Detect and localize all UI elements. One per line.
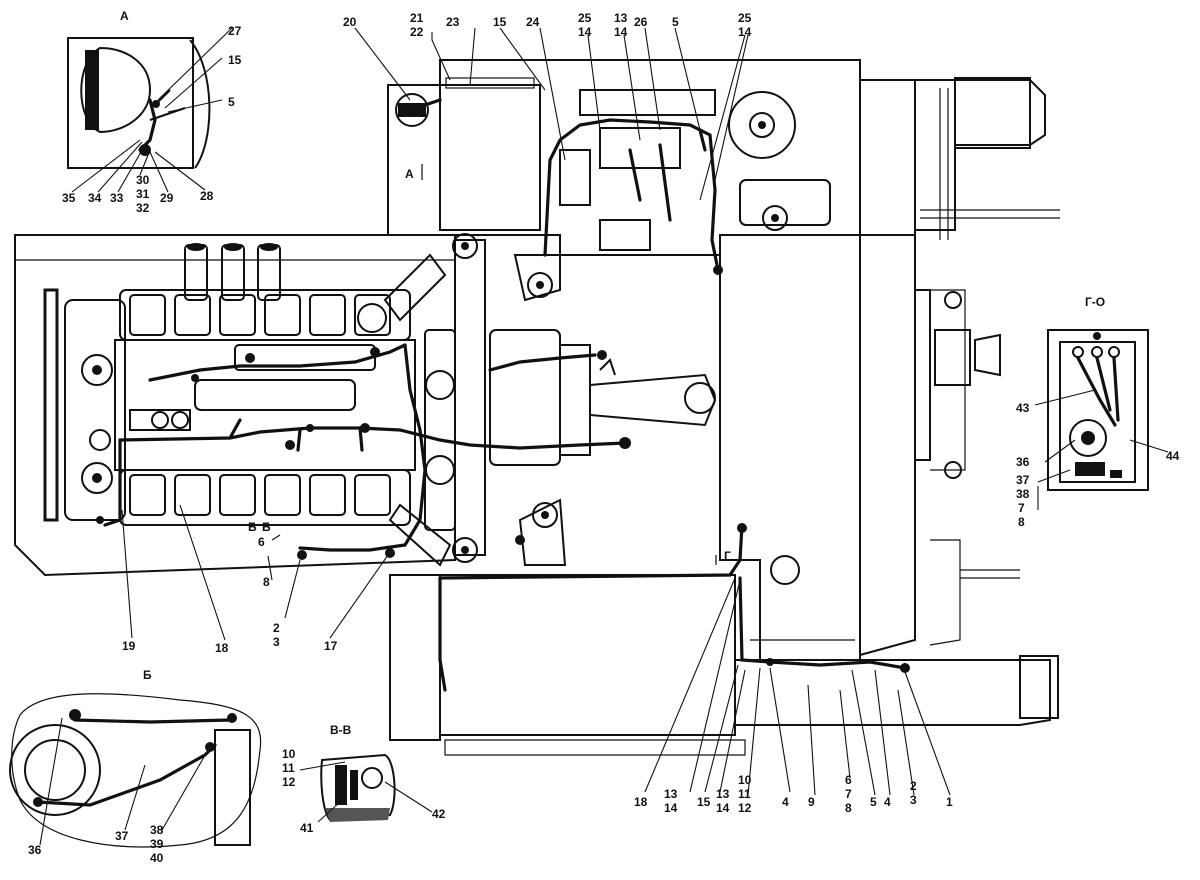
engine-block bbox=[43, 243, 456, 567]
callout-5-top: 5 bbox=[672, 15, 679, 29]
view-vv-title: В-В bbox=[330, 723, 352, 737]
callout-20: 20 bbox=[343, 15, 357, 29]
callout-29: 29 bbox=[160, 191, 174, 205]
view-b-inset: Б bbox=[9, 668, 262, 848]
callout-13-bot: 13 bbox=[664, 787, 678, 801]
callout-18-bot: 18 bbox=[634, 795, 648, 809]
callout-8-left: 8 bbox=[263, 575, 270, 589]
callout-44: 44 bbox=[1166, 449, 1180, 463]
callout-11-bot: 11 bbox=[738, 787, 751, 801]
callout-24: 24 bbox=[526, 15, 540, 29]
callout-40-b: 40 bbox=[150, 851, 164, 865]
callout-36-right: 36 bbox=[1016, 455, 1030, 469]
callout-35: 35 bbox=[62, 191, 76, 205]
leader-lines bbox=[39, 27, 1169, 846]
callout-15-bot: 15 bbox=[697, 795, 711, 809]
gearbox bbox=[489, 329, 717, 466]
callout-5-a: 5 bbox=[228, 95, 235, 109]
callout-14b: 14 bbox=[738, 25, 752, 39]
view-b-title: Б bbox=[143, 668, 152, 682]
callout-36-b: 36 bbox=[28, 843, 42, 857]
callout-18-left: 18 bbox=[215, 641, 229, 655]
callout-14-bot: 14 bbox=[664, 801, 678, 815]
callout-5-bot: 5 bbox=[870, 795, 877, 809]
section-a-marker: А bbox=[405, 167, 414, 181]
callout-25a: 25 bbox=[578, 11, 592, 25]
callout-9: 9 bbox=[808, 795, 815, 809]
callout-7-bot: 7 bbox=[845, 787, 852, 801]
callout-25b: 25 bbox=[738, 11, 752, 25]
callout-30: 30 bbox=[136, 173, 150, 187]
callout-1: 1 bbox=[946, 795, 953, 809]
callout-2-bot: 2 bbox=[910, 779, 917, 793]
view-vv-inset: В-В bbox=[320, 723, 396, 822]
callout-37-b: 37 bbox=[115, 829, 129, 843]
view-a-inset: А bbox=[67, 9, 211, 169]
callout-17: 17 bbox=[324, 639, 338, 653]
callout-14a: 14 bbox=[578, 25, 592, 39]
callout-28: 28 bbox=[200, 189, 214, 203]
callout-8-bot: 8 bbox=[845, 801, 852, 815]
callout-43: 43 bbox=[1016, 401, 1030, 415]
cab-devices bbox=[395, 77, 1031, 251]
callout-19: 19 bbox=[122, 639, 136, 653]
callout-10-vv: 10 bbox=[282, 747, 296, 761]
view-go-inset: Г-О bbox=[1047, 295, 1149, 491]
callout-41: 41 bbox=[300, 821, 314, 835]
callout-12-vv: 12 bbox=[282, 775, 296, 789]
callout-14-bot2: 14 bbox=[716, 801, 730, 815]
callout-7-right: 7 bbox=[1018, 501, 1025, 515]
right-side-components bbox=[750, 291, 1001, 641]
callout-4-bot2: 4 bbox=[884, 795, 891, 809]
callout-23: 23 bbox=[446, 15, 460, 29]
section-g-marker: Г bbox=[724, 549, 731, 563]
callout-22: 22 bbox=[410, 25, 424, 39]
view-go-title: Г-О bbox=[1085, 295, 1105, 309]
callout-15-a: 15 bbox=[228, 53, 242, 67]
callout-11-vv: 11 bbox=[282, 761, 295, 775]
callout-26: 26 bbox=[634, 15, 648, 29]
view-a-title: А bbox=[120, 9, 129, 23]
callout-13-top: 13 bbox=[614, 11, 628, 25]
callout-34: 34 bbox=[88, 191, 102, 205]
callout-14-top: 14 bbox=[614, 25, 628, 39]
section-markers: А Г Б Б bbox=[248, 164, 731, 565]
callout-3-bot: 3 bbox=[910, 793, 917, 807]
callout-10-bot: 10 bbox=[738, 773, 752, 787]
callout-6-left: 6 bbox=[258, 535, 265, 549]
callout-27: 27 bbox=[228, 24, 242, 38]
wiring-harness bbox=[96, 98, 910, 692]
callout-21: 21 bbox=[410, 11, 424, 25]
callout-12-bot: 12 bbox=[738, 801, 752, 815]
callout-3-left: 3 bbox=[273, 635, 280, 649]
callout-15-top: 15 bbox=[493, 15, 507, 29]
callout-31: 31 bbox=[136, 187, 150, 201]
callout-2-left: 2 bbox=[273, 621, 280, 635]
callout-6-bot: 6 bbox=[845, 773, 852, 787]
section-b-marker-1: Б bbox=[248, 520, 257, 534]
callout-labels: 20 21 22 23 15 24 25 14 13 14 26 5 25 14… bbox=[28, 11, 1180, 865]
callout-38-b: 38 bbox=[150, 823, 164, 837]
callout-39-b: 39 bbox=[150, 837, 164, 851]
section-b-marker-2: Б bbox=[262, 520, 271, 534]
callout-37-right: 37 bbox=[1016, 473, 1030, 487]
callout-32: 32 bbox=[136, 201, 150, 215]
callout-33: 33 bbox=[110, 191, 124, 205]
callout-4-bot: 4 bbox=[782, 795, 789, 809]
callout-13-bot2: 13 bbox=[716, 787, 730, 801]
callout-38-right: 38 bbox=[1016, 487, 1030, 501]
callout-8-right: 8 bbox=[1018, 515, 1025, 529]
callout-42: 42 bbox=[432, 807, 446, 821]
